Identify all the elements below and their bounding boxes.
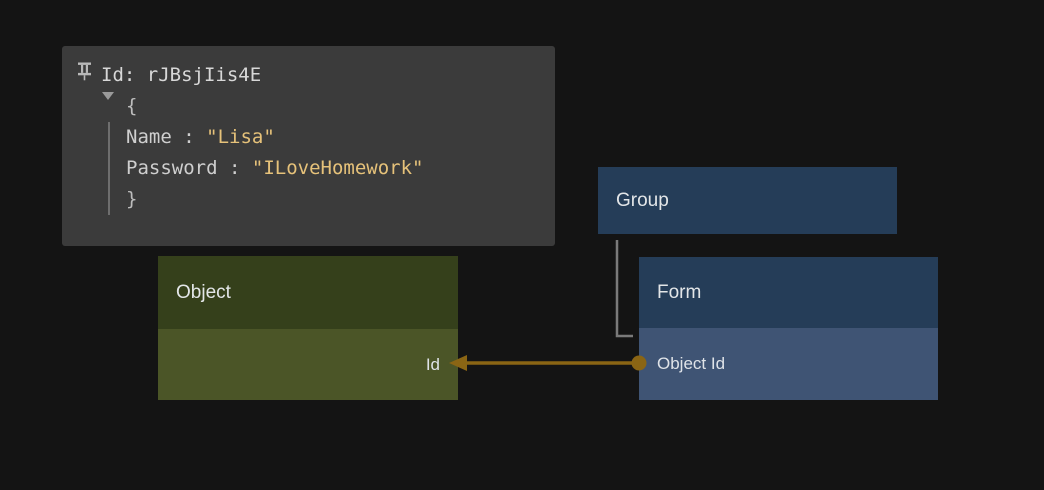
node-form-title: Form: [657, 281, 702, 303]
node-form-field-object-id[interactable]: Object Id: [639, 328, 938, 400]
node-object-field-id[interactable]: Id: [158, 329, 458, 400]
chevron-down-icon[interactable]: [102, 92, 114, 100]
containment-bracket-group-to-form: [615, 240, 633, 338]
node-form-header[interactable]: Form: [639, 257, 938, 328]
json-field-row: Password : "ILoveHomework": [102, 153, 539, 184]
json-close-brace-row: }: [102, 184, 539, 215]
node-object-title: Object: [176, 281, 231, 303]
inspector-title-row: Id: rJBsjIis4E: [76, 60, 539, 91]
node-form[interactable]: Form Object Id: [639, 257, 938, 400]
json-field-row: Name : "Lisa": [102, 122, 539, 153]
json-key: Name: [126, 126, 172, 148]
node-group-header[interactable]: Group: [598, 167, 897, 234]
json-key: Password: [126, 157, 218, 179]
node-form-field-label: Object Id: [657, 354, 726, 373]
json-separator: :: [183, 126, 195, 148]
tree-guide-line: [108, 122, 110, 215]
pinned-json-inspector-panel[interactable]: Id: rJBsjIis4E { Name : "Lisa" Password …: [62, 46, 555, 246]
node-object[interactable]: Object Id: [158, 256, 458, 400]
node-object-header[interactable]: Object: [158, 256, 458, 329]
inspector-id-label: Id: rJBsjIis4E: [101, 64, 262, 86]
node-group-title: Group: [616, 189, 669, 211]
json-tree: { Name : "Lisa" Password : "ILoveHomewor…: [76, 91, 539, 215]
json-value: "Lisa": [206, 126, 275, 148]
pushpin-icon[interactable]: [76, 60, 93, 91]
json-open-brace-row: {: [102, 91, 539, 122]
json-close-brace: }: [126, 188, 138, 210]
json-separator: :: [228, 157, 241, 179]
node-object-field-label: Id: [425, 354, 440, 374]
node-group[interactable]: Group: [598, 167, 897, 234]
json-open-brace: {: [126, 95, 138, 117]
json-value: "ILoveHomework": [251, 157, 424, 179]
